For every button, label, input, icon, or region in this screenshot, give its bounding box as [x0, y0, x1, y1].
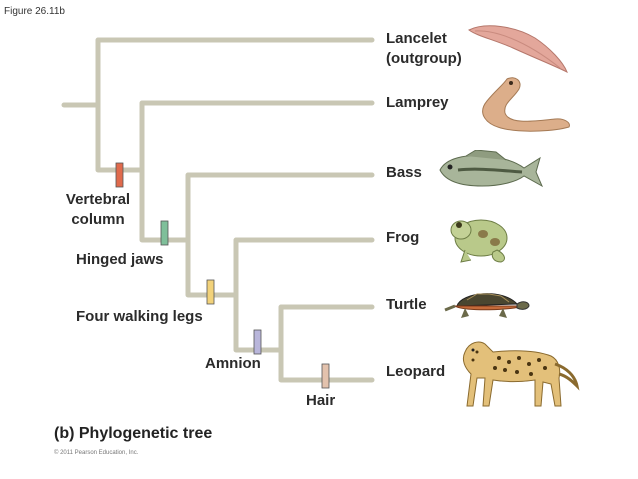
taxon-turtle: Turtle: [386, 296, 427, 313]
taxon-lancelet: Lancelet (outgroup): [386, 29, 462, 69]
frog-icon: [450, 219, 508, 263]
branch-frog: [233, 237, 375, 298]
branch-leopard: [278, 347, 375, 383]
trait-four-walking-legs: Four walking legs: [76, 308, 203, 325]
trait-hair: Hair: [306, 392, 336, 409]
branch-amniotes: [233, 292, 284, 353]
branch-lancelet: [95, 37, 375, 108]
branch-turtle: [278, 304, 375, 353]
branch-gnathostomes: [139, 167, 191, 243]
figure-caption: (b) Phylogenetic tree: [54, 425, 213, 442]
trait-vertebral-column: Vertebral column: [58, 190, 138, 230]
amnion-marker: [253, 329, 262, 355]
branch-bass: [185, 172, 375, 243]
turtle-icon: [444, 293, 530, 318]
hinged-jaws-marker: [160, 220, 169, 246]
lancelet-icon: [468, 25, 568, 74]
four-walking-legs-marker: [206, 279, 215, 305]
taxon-leopard: Leopard: [386, 363, 446, 380]
copyright-notice: © 2011 Pearson Education, Inc.: [54, 450, 139, 456]
figure-label: Figure 26.11b: [4, 6, 65, 17]
taxon-lamprey: Lamprey: [386, 94, 449, 111]
taxon-frog: Frog: [386, 229, 420, 246]
bass-icon: [439, 150, 544, 188]
trait-vertebral-line2: column: [71, 211, 125, 228]
branch-vertebrates: [95, 102, 145, 173]
branch-lamprey: [139, 100, 375, 173]
lamprey-icon: [482, 77, 570, 132]
trait-hinged-jaws: Hinged jaws: [76, 251, 164, 268]
trait-amnion: Amnion: [205, 355, 261, 372]
vertebral-column-marker: [115, 162, 124, 188]
hair-marker: [321, 363, 330, 389]
leopard-icon: [462, 341, 580, 407]
taxon-lancelet-outgroup: (outgroup): [386, 50, 462, 67]
taxon-lancelet-name: Lancelet: [386, 30, 447, 47]
taxon-bass: Bass: [386, 164, 422, 181]
trait-vertebral-line1: Vertebral: [65, 191, 131, 208]
branch-tetrapods: [185, 237, 239, 298]
